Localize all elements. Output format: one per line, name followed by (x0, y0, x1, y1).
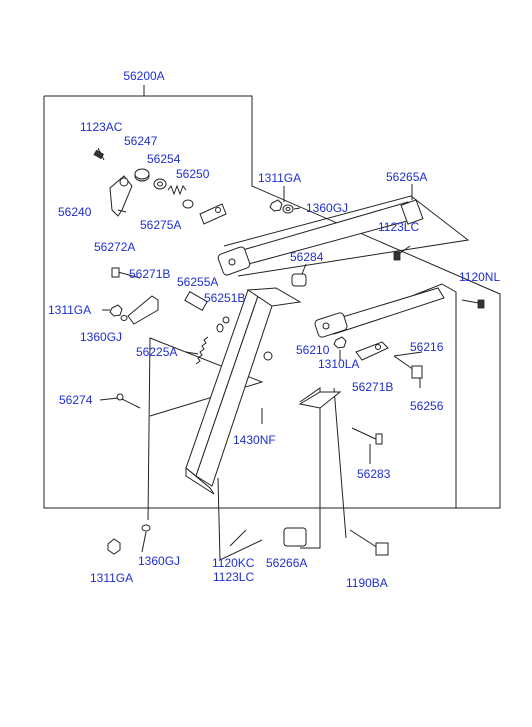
bushing-56265A (400, 199, 424, 225)
label-1190BA: 1190BA (346, 576, 388, 590)
label-56210: 56210 (296, 343, 330, 357)
label-56247: 56247 (124, 134, 158, 148)
label-56274: 56274 (59, 393, 93, 407)
nut-1310LA (333, 336, 347, 349)
spring-56225A (195, 336, 209, 365)
label-1123LC-right: 1123LC (378, 220, 419, 234)
label-56265A: 56265A (386, 170, 427, 184)
label-56284: 56284 (290, 250, 324, 264)
spring-56250 (167, 184, 194, 209)
label-56256: 56256 (410, 399, 444, 413)
clip-56284 (291, 273, 307, 287)
nut-1311GA-top (269, 199, 283, 212)
label-1123LC-bottom: 1123LC (213, 570, 254, 584)
label-56250: 56250 (176, 167, 210, 181)
label-1120KC: 1120KC (212, 556, 255, 570)
label-56240: 56240 (58, 205, 92, 219)
label-56251B: 56251B (204, 291, 245, 305)
pedal-arm (185, 287, 302, 495)
guide-line-bolt (333, 387, 347, 539)
label-1360GJ-bottom: 1360GJ (138, 554, 180, 568)
label-56271B-right: 56271B (352, 380, 393, 394)
label-1360GJ-left: 1360GJ (80, 330, 122, 344)
washer-56254 (153, 178, 167, 190)
guide-lines-bottom (217, 477, 263, 561)
bolt-56283 (351, 427, 383, 445)
guide-lines-upper (223, 195, 470, 277)
bushing-56247 (134, 168, 150, 182)
bushing-56255A (184, 290, 208, 312)
label-1123AC: 1123AC (80, 120, 123, 134)
washer-1360GJ-left (120, 315, 128, 321)
bushing-56266A (283, 527, 307, 547)
leader-lines (99, 184, 423, 553)
label-1430NF: 1430NF (233, 433, 276, 447)
lever-56240 (109, 175, 133, 217)
washer-56251B (216, 323, 224, 333)
bracket-56216 (355, 341, 389, 361)
pin-56272A (111, 267, 141, 279)
bolt-1190BA (349, 529, 389, 556)
pin-56274 (116, 393, 141, 409)
nut-1311GA-left (109, 304, 123, 317)
label-1310LA: 1310LA (318, 357, 359, 371)
label-56271B-left: 56271B (129, 267, 170, 281)
label-1120NL: 1120NL (459, 270, 500, 284)
screw-1120KC (229, 529, 247, 547)
label-1311GA-bottom: 1311GA (90, 571, 133, 585)
label-1360GJ-top: 1360GJ (306, 201, 348, 215)
washer-1360GJ-top (282, 204, 294, 214)
label-56283: 56283 (357, 467, 391, 481)
washer-1360GJ-bottom (141, 524, 151, 532)
label-56275A: 56275A (140, 218, 181, 232)
bolt-1123AC (93, 147, 105, 161)
bracket-56271B-right (298, 391, 342, 409)
label-56225A: 56225A (136, 345, 177, 359)
guide-lines-left (147, 337, 264, 521)
label-1311GA-left: 1311GA (48, 303, 91, 317)
guide-lines-bottom-right (299, 387, 321, 549)
label-56266A: 56266A (266, 556, 307, 570)
label-assembly: 56200A (123, 69, 164, 83)
assembly-boundary (43, 95, 501, 509)
bolt-56256 (393, 355, 423, 379)
bolt-1120NL (461, 299, 485, 309)
rod-56210 (314, 287, 445, 338)
nut-1311GA-bottom (107, 538, 121, 555)
label-1311GA-top: 1311GA (258, 171, 301, 185)
bracket-56271B-left (127, 295, 159, 325)
label-56216: 56216 (410, 340, 444, 354)
cam-56275A (199, 203, 227, 225)
label-56272A: 56272A (94, 240, 135, 254)
label-56255A: 56255A (177, 275, 218, 289)
bolt-1123LC-right (393, 245, 411, 261)
label-56254: 56254 (147, 152, 181, 166)
